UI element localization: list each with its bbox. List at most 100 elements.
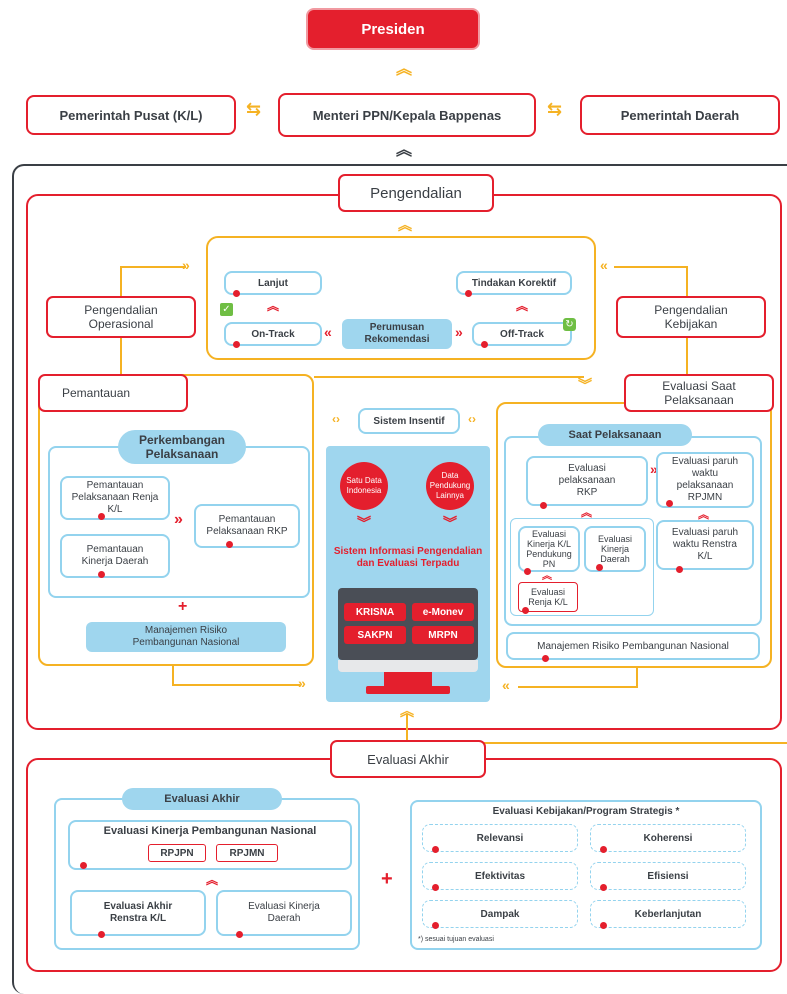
koherensi-label: Koherensi [643,832,693,844]
monitor-chin [338,660,478,672]
chevron-up-icon: ︽ [516,299,529,313]
on-track-box: On-Track [224,322,322,346]
dot-marker [98,571,105,578]
dot-marker [98,931,105,938]
kinerja-daerah-akhir-box: Evaluasi Kinerja Daerah [216,890,352,936]
evaluasi-akhir-tab: Evaluasi Akhir [330,740,486,778]
double-chevron-up-icon: ︽ [396,142,413,159]
pemantauan-tab: Pemantauan [38,374,188,412]
perumusan-rekomendasi: Perumusan Rekomendasi [342,319,452,349]
arrow-up-icon: ︽ [398,217,412,233]
connector-line [120,266,186,268]
efisiensi-item: Efisiensi [590,862,746,890]
mrpn-badge: MRPN [412,626,474,644]
connector-line [406,714,408,744]
chevron-down-icon: ︾ [443,515,457,531]
kebijakan-title: Evaluasi Kebijakan/Program Strategis * [492,806,680,817]
check-icon: ✓ [220,303,233,316]
dot-marker [481,341,488,348]
dot-marker [540,502,547,509]
connector-line [120,266,122,300]
exchange-arrow-left-icon: ⇆ [246,99,262,119]
akhir-pill: Evaluasi Akhir [122,788,282,810]
dot-marker [524,568,531,575]
lanjut-label: Lanjut [258,277,288,289]
relevansi-item: Relevansi [422,824,578,852]
pemerintah-daerah-box: Pemerintah Daerah [580,95,780,135]
bracket-right-icon: ‹› [468,412,476,426]
kinerja-nasional-label: Evaluasi Kinerja Pembangunan Nasional [103,825,317,837]
dot-marker [600,922,607,929]
eval-renja-box: Evaluasi Renja K/L [518,582,578,612]
risiko-pemantauan-pill: Manajemen Risiko Pembangunan Nasional [86,622,286,652]
kinerja-subframe [510,518,654,616]
connector-line [172,666,174,686]
lanjut-box: Lanjut [224,271,322,295]
monitor-stand [384,672,432,686]
connector-line [686,266,688,296]
dot-marker [80,862,87,869]
chevron-down-icon: ︾ [357,515,371,531]
footnote: *) sesuai tujuan evaluasi [418,936,494,943]
plus-sign: + [381,868,393,890]
sistem-informasi-title: Sistem Informasi Pengendalian dan Evalua… [333,546,483,569]
evaluasi-saat-tab: Evaluasi Saat Pelaksanaan [624,374,774,412]
menteri-box: Menteri PPN/Kepala Bappenas [278,93,536,137]
data-pendukung-label: Data Pendukung Lainnya [429,471,471,500]
pengendalian-kebijakan-tab: Pengendalian Kebijakan [616,296,766,338]
dot-marker [236,931,243,938]
efektivitas-item: Efektivitas [422,862,578,890]
pengendalian-inner [206,236,596,360]
pengendalian-tab: Pengendalian [338,174,494,212]
top-yellow-line [314,376,584,378]
chevron-up-icon: ︽ [267,299,280,313]
arrow-left-icon: « [600,257,608,273]
exchange-arrow-right-icon: ⇆ [547,99,563,119]
pemerintah-pusat-box: Pemerintah Pusat (K/L) [26,95,236,135]
rpjpn-badge: RPJPN [148,844,206,862]
kinerja-daerah-box: Pemantauan Kinerja Daerah [60,534,170,578]
connector-line [406,742,787,744]
refresh-icon: ↻ [563,318,576,331]
presiden-box: Presiden [306,8,480,50]
bracket-left-icon: ‹› [332,412,340,426]
perkembangan-pill: Perkembangan Pelaksanaan [118,430,246,464]
arrow-up-icon: ︽ [396,61,413,78]
chevron-up-icon: ︽ [581,507,592,519]
dampak-item: Dampak [422,900,578,928]
keberlanjutan-label: Keberlanjutan [634,908,702,920]
krisna-badge: KRISNA [344,603,406,621]
arrow-right-icon: » [298,675,306,691]
saat-pill: Saat Pelaksanaan [538,424,692,446]
dot-marker [465,290,472,297]
dot-marker [676,566,683,573]
chevron-right-icon: » [650,461,658,477]
chevron-up-icon: ︽ [542,571,552,582]
dot-marker [432,922,439,929]
off-track-box: Off-Track [472,322,572,346]
rkp-box: Pemantauan Pelaksanaan RKP [194,504,300,548]
chevron-up-icon: ︽ [698,509,709,521]
dampak-label: Dampak [480,908,520,920]
chevron-up-icon: ︽ [206,873,219,887]
connector-line [614,266,688,268]
chevron-right-icon: » [455,324,463,340]
eval-kinerja-kl-box: Evaluasi Kinerja K/L Pendukung PN [518,526,580,572]
dot-marker [666,500,673,507]
renstra-box: Evaluasi Akhir Renstra K/L [70,890,206,936]
connector-line [686,338,688,376]
dot-marker [432,846,439,853]
eval-renstra-box: Evaluasi paruh waktu Renstra K/L [656,520,754,570]
chevron-left-icon: « [324,324,332,340]
connector-line [120,338,122,374]
connector-line [518,686,638,688]
satu-data-circle: Satu Data Indonesia [340,462,388,510]
satu-data-label: Satu Data Indonesia [346,476,382,495]
dot-marker [432,884,439,891]
dot-marker [233,290,240,297]
chevron-right-icon: » [174,511,183,528]
dot-marker [542,655,549,662]
arrow-left-icon: « [502,677,510,693]
rpjmn-badge: RPJMN [216,844,278,862]
emonev-badge: e-Monev [412,603,474,621]
